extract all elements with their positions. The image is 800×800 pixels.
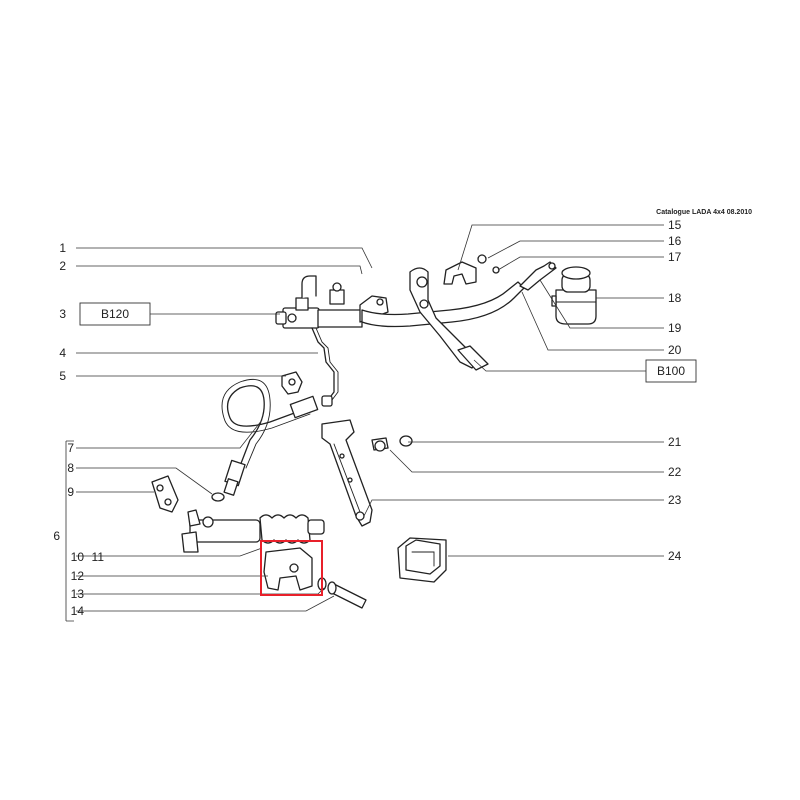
part-label-24: 24 [668,549,682,563]
part-label-13: 13 [71,587,85,601]
part-label-9: 9 [67,485,74,499]
part-label-10: 10 [71,550,85,564]
part-label-11: 11 [92,550,105,564]
part-label-21: 21 [668,435,682,449]
part-label-6: 6 [53,529,60,543]
part-labels-right: 15 16 17 18 19 20 21 22 23 24 [668,218,682,563]
hydraulic-pipe [311,327,339,407]
part-label-16: 16 [668,234,682,248]
leader-lines [65,224,664,622]
return-spring-bracket [443,254,557,291]
part-label-7: 7 [67,441,74,455]
part-label-19: 19 [668,321,682,335]
clutch-fork [321,419,413,527]
part-label-3: 3 [59,307,66,321]
part-labels-left: 1 2 3 4 5 6 7 8 9 10 11 12 13 14 [53,241,104,618]
brake-pedal-bracket [361,267,525,371]
part-label-20: 20 [668,343,682,357]
part-label-22: 22 [668,465,682,479]
cylinder-bracket [263,547,367,609]
part-label-4: 4 [59,346,66,360]
slave-cylinder [151,475,325,553]
part-label-12: 12 [71,569,85,583]
part-label-8: 8 [67,461,74,475]
ref-box-b100[interactable]: B100 [645,359,697,383]
part-label-14: 14 [71,604,85,618]
part-label-17: 17 [668,250,682,264]
part-label-1: 1 [59,241,66,255]
fluid-reservoir [551,266,597,325]
part-label-5: 5 [59,369,66,383]
clutch-hose [221,378,319,496]
ref-label-b100: B100 [657,364,685,378]
catalogue-header: Catalogue LADA 4x4 08.2010 [656,209,752,216]
ref-label-b120: B120 [101,307,129,321]
part-label-15: 15 [668,218,682,232]
highlight-box [260,540,323,596]
fork-boot [397,537,447,583]
ref-box-b120[interactable]: B120 [79,302,151,326]
pipe-clip [281,371,303,395]
part-label-23: 23 [668,493,682,507]
part-label-2: 2 [59,259,66,273]
part-label-18: 18 [668,291,682,305]
